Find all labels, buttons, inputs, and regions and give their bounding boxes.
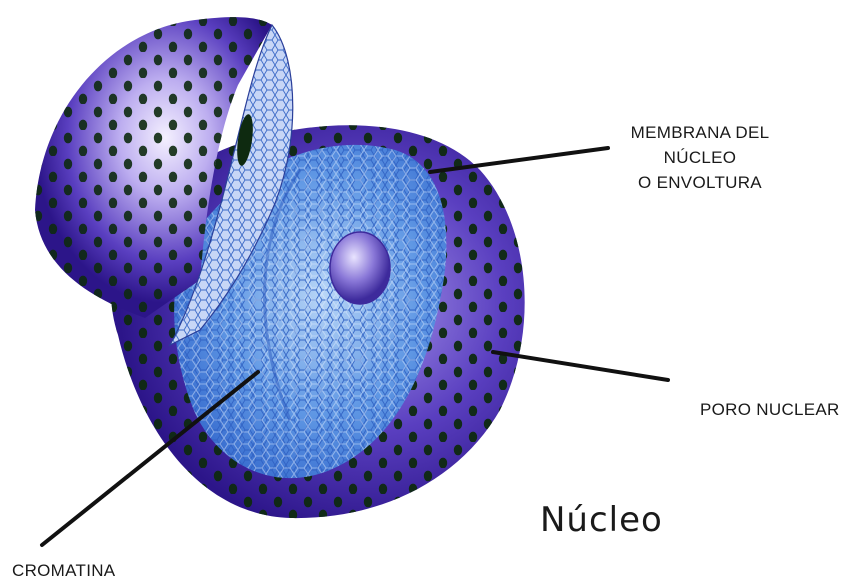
diagram-title: Núcleo <box>540 500 663 540</box>
label-membrane-line3: O ENVOLTURA <box>600 170 800 195</box>
leader-line-pore <box>493 352 668 380</box>
label-membrane-line1: MEMBRANA DEL <box>600 120 800 145</box>
label-pore: PORO NUCLEAR <box>700 397 840 422</box>
label-membrane: MEMBRANA DEL NÚCLEO O ENVOLTURA <box>600 120 800 195</box>
label-chromatin: CROMATINA <box>12 558 115 583</box>
label-membrane-line2: NÚCLEO <box>600 145 800 170</box>
nucleolus <box>330 232 390 304</box>
